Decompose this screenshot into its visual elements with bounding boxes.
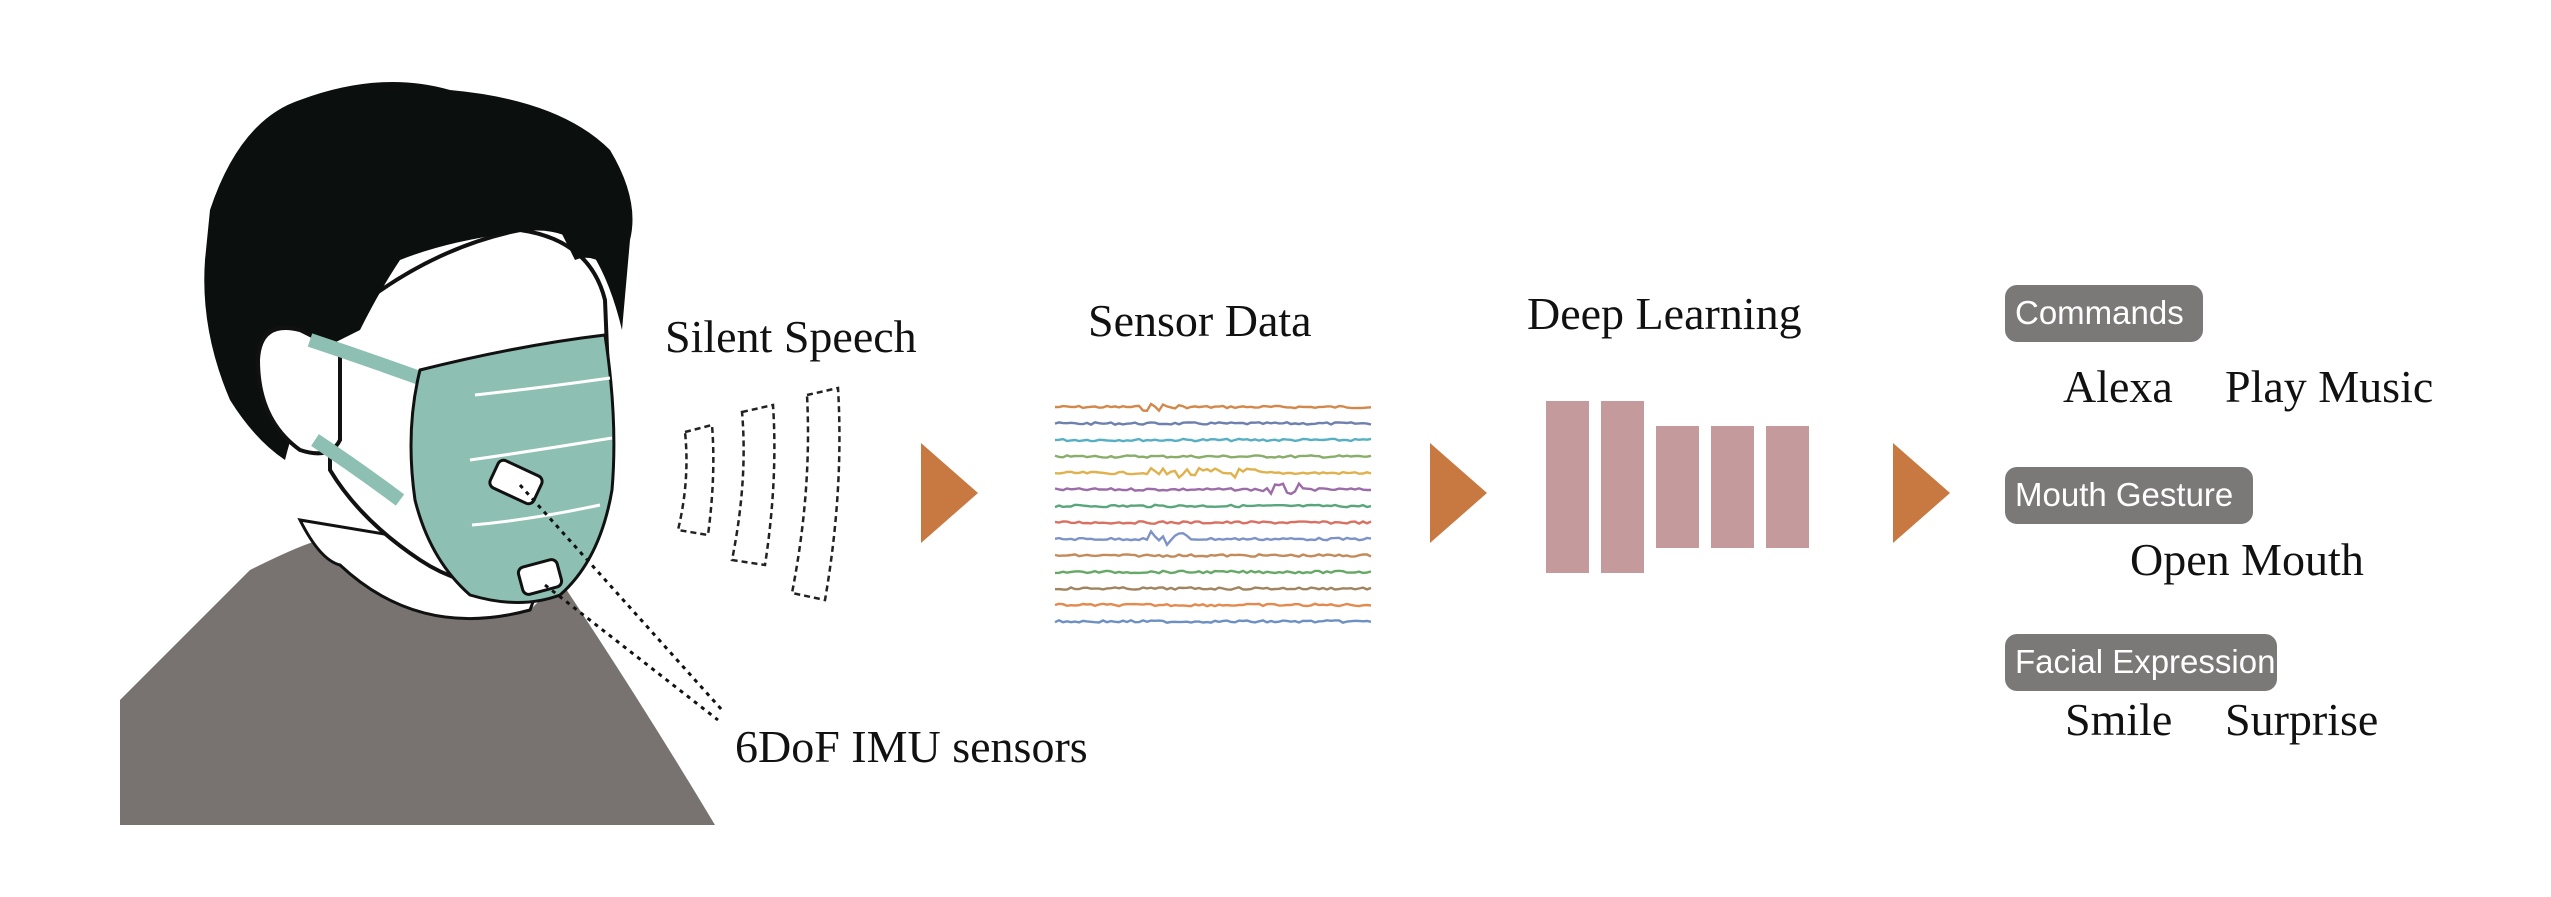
signal-trace [1054, 481, 1371, 496]
mouth-gesture-tag [2005, 467, 2253, 524]
nn-layer-3 [1656, 426, 1699, 548]
signal-trace [1054, 586, 1372, 591]
command-item-alexa: Alexa [2063, 361, 2173, 412]
mask-pleat-2 [469, 436, 613, 462]
commands-tag [2005, 285, 2203, 342]
speech-wave-large [790, 386, 841, 602]
imu-sensor-chin [516, 558, 564, 596]
nn-layer-1 [1546, 401, 1589, 573]
signal-trace [1054, 421, 1372, 427]
mask-pleat-3 [471, 503, 601, 527]
nn-layer-2 [1601, 401, 1644, 573]
signal-trace [1054, 466, 1372, 480]
facial-expression-tag [2005, 634, 2277, 691]
facial-expression-tag-label: Facial Expression [2015, 643, 2275, 680]
speech-waves [676, 386, 841, 602]
sensor-data-label: Sensor Data [1088, 295, 1312, 346]
mask-strap-lower [311, 434, 405, 506]
flow-arrow-3 [1893, 443, 1950, 543]
shirt [120, 540, 715, 825]
signal-trace [1054, 454, 1372, 459]
output-commands: Commands Alexa Play Music [2005, 285, 2433, 412]
hair-tuft [560, 212, 622, 285]
flow-arrow-1 [921, 443, 978, 543]
mask-pleat-1 [474, 376, 611, 397]
facial-expression-item-surprise: Surprise [2225, 694, 2378, 745]
signal-trace [1054, 520, 1372, 525]
mask-strap-upper [307, 333, 428, 387]
signal-trace [1054, 437, 1372, 443]
signal-trace [1054, 503, 1372, 509]
commands-tag-label: Commands [2015, 294, 2184, 331]
sensor-signal-plot [1054, 402, 1372, 624]
signal-trace [1054, 529, 1372, 547]
speech-wave-medium [730, 403, 776, 567]
signal-trace [1054, 602, 1372, 608]
signal-trace [1054, 569, 1372, 575]
person-illustration [120, 82, 724, 825]
speech-wave-small [676, 423, 715, 537]
command-item-play-music: Play Music [2225, 361, 2433, 412]
imu-sensors-label: 6DoF IMU sensors [735, 721, 1088, 772]
signal-trace [1054, 618, 1372, 624]
output-facial-expression: Facial Expression Smile Surprise [2005, 634, 2378, 745]
nn-layer-4 [1711, 426, 1754, 548]
output-mouth-gesture: Mouth Gesture Open Mouth [2005, 467, 2364, 585]
mouth-gesture-tag-label: Mouth Gesture [2015, 476, 2233, 513]
nn-layer-5 [1766, 426, 1809, 548]
mouth-gesture-item-open-mouth: Open Mouth [2130, 534, 2364, 585]
neural-network-blocks [1546, 401, 1809, 573]
silent-speech-label: Silent Speech [665, 311, 917, 362]
signal-trace [1054, 553, 1372, 558]
facial-expression-item-smile: Smile [2065, 694, 2172, 745]
imu-leader-line-2 [544, 583, 719, 722]
deep-learning-label: Deep Learning [1527, 288, 1802, 339]
signal-trace [1054, 402, 1372, 413]
flow-arrow-2 [1430, 443, 1487, 543]
